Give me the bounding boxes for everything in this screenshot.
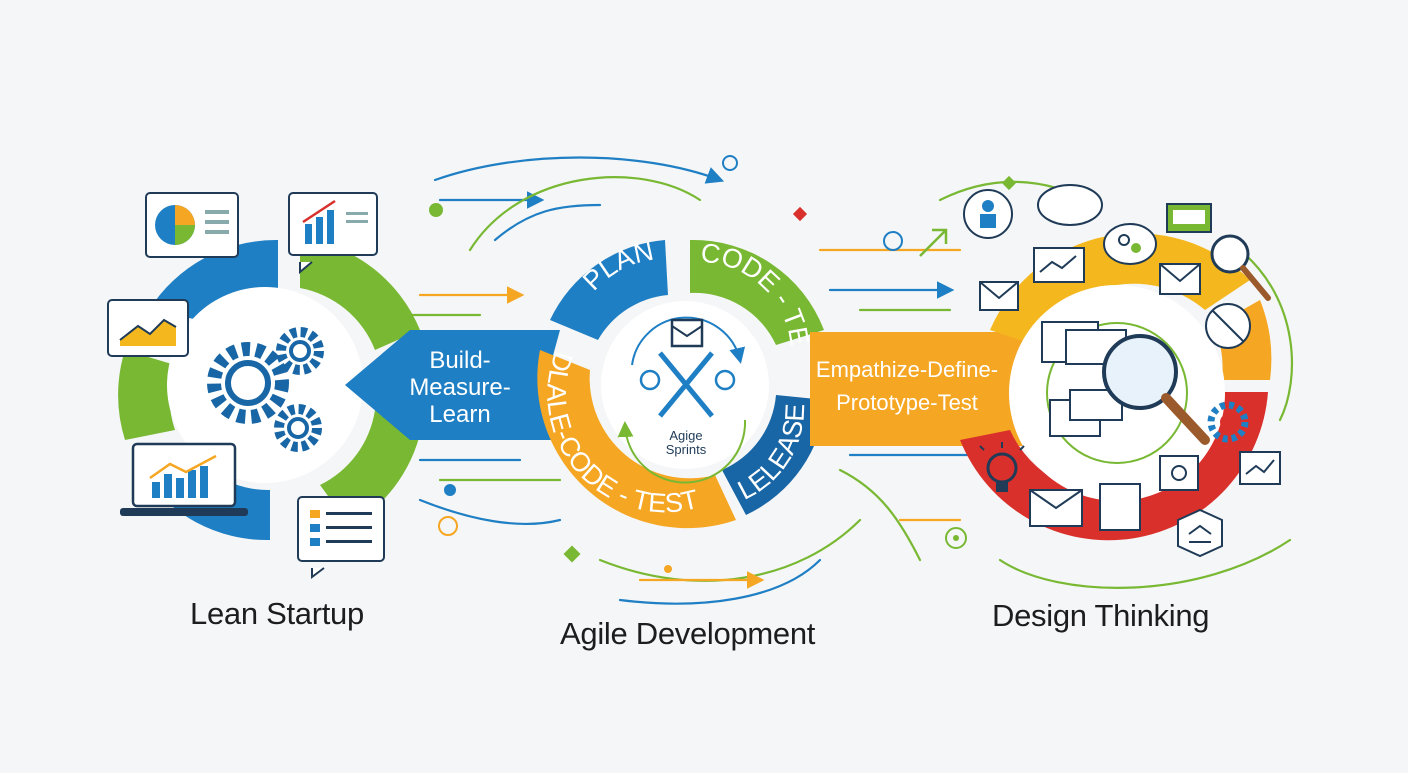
label-line: Prototype-Test [836, 390, 978, 415]
label-line: Agige [669, 428, 702, 443]
monitor-chart-icon [120, 442, 248, 516]
label-line: Build- [429, 347, 490, 374]
thought-bubble-icon [1037, 184, 1157, 265]
trend-arrow-icon [919, 228, 948, 257]
sun-card-icon [1159, 455, 1199, 491]
bar-chart-icon [288, 192, 378, 275]
agile-segment-code-test: CODE - TEST [0, 0, 815, 348]
design-thinking-caption: Design Thinking [992, 598, 1210, 633]
gear-icon [207, 327, 324, 452]
no-sign-icon [1205, 303, 1251, 349]
person-card-icon [963, 189, 1013, 239]
envelope-icon [979, 263, 1201, 527]
label-line: Measure- [409, 374, 510, 401]
map-card-icon [1166, 203, 1212, 233]
magnifier-icon [1102, 234, 1271, 445]
empathize-define-prototype-test-arrow: Empathize-Define- Prototype-Test [810, 332, 1060, 446]
build-measure-learn-arrow: Build-Measure-Learn [345, 330, 560, 440]
svg-text:Build-Measure-Learn: Build-Measure-Learn [409, 347, 510, 428]
lightbulb-icon [979, 442, 1025, 492]
label-line: Learn [429, 401, 490, 428]
document-icon [297, 496, 385, 579]
svg-text:Empathize-Define-Prototype-Tes: Empathize-Define- Prototype-Test [816, 357, 998, 415]
label-line: Empathize-Define- [816, 357, 998, 382]
badge-icon [1177, 508, 1223, 558]
segment-label: CODE - TEST [0, 0, 815, 348]
agile-development-caption: Agile Development [560, 616, 816, 651]
label-line: Sprints [666, 442, 707, 457]
pie-chart-icon [145, 192, 239, 258]
line-chart-icon [107, 299, 189, 357]
decor-dots [429, 155, 1017, 573]
lean-startup-caption: Lean Startup [190, 596, 364, 631]
chart-card-icon [1033, 247, 1281, 531]
gear-badge-icon [1207, 401, 1249, 443]
